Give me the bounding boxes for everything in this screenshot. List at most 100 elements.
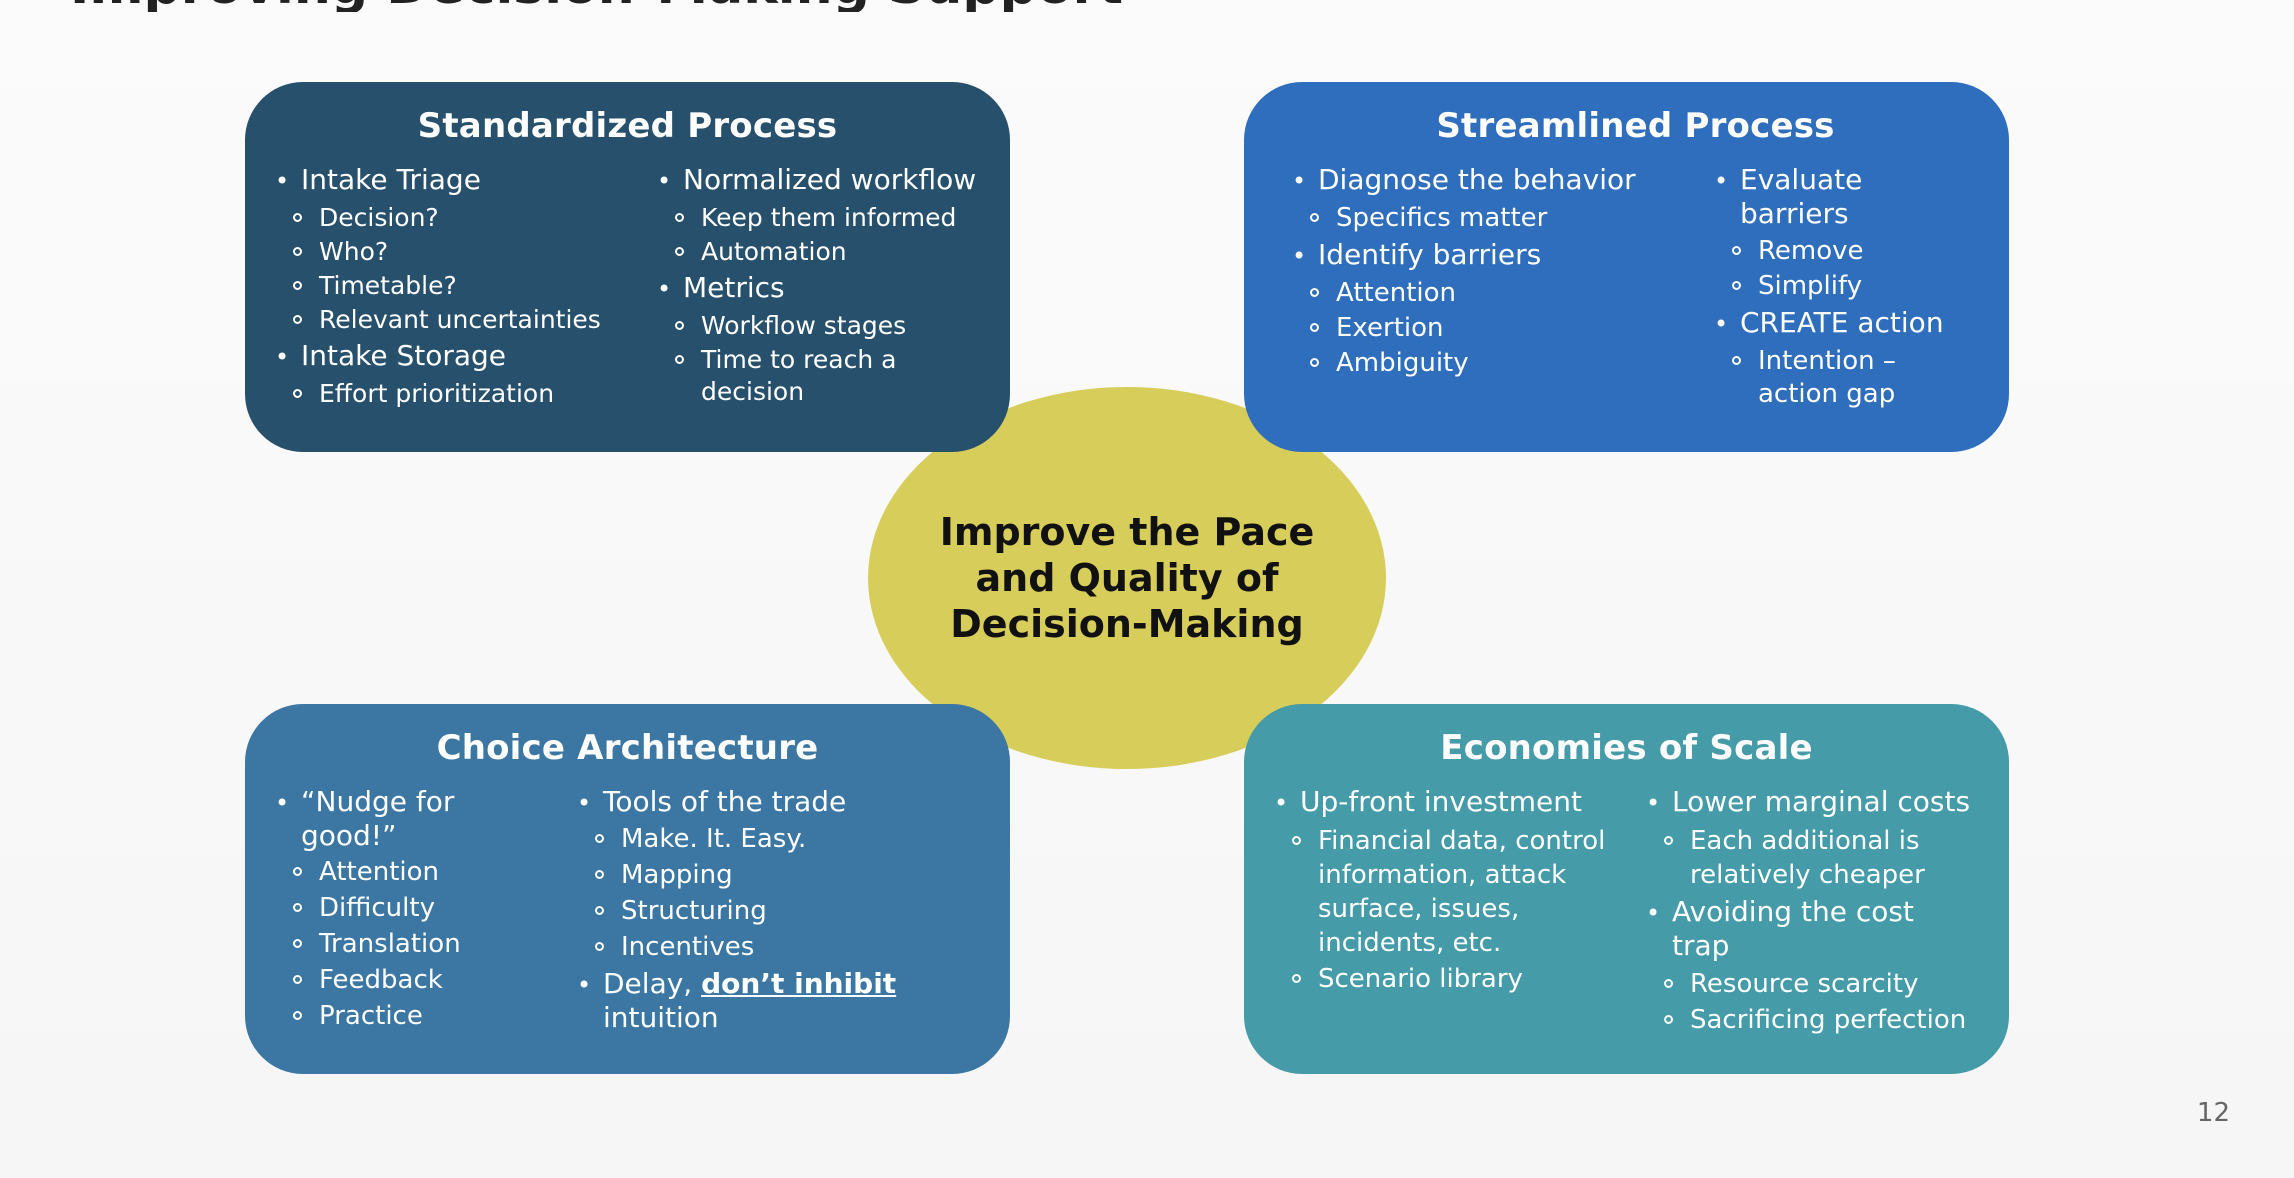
list-item: Up-front investment xyxy=(1274,785,1624,820)
card-column-right: Tools of the trade Make. It. Easy. Mappi… xyxy=(577,782,980,1038)
list-subitem: Feedback xyxy=(275,964,555,997)
card-column-right: Normalized workflow Keep them informed A… xyxy=(657,160,980,412)
bullet-icon xyxy=(577,785,603,820)
list-subitem: Financial data, control information, att… xyxy=(1274,824,1624,960)
list-item: Lower marginal costs xyxy=(1646,785,1979,820)
list-item: Metrics xyxy=(657,271,980,306)
circle-bullet-icon xyxy=(293,928,319,961)
card-standardized-process: Standardized Process Intake Triage Decis… xyxy=(245,82,1010,452)
list-item: Diagnose the behavior xyxy=(1292,163,1692,198)
bullet-icon xyxy=(1274,785,1300,820)
bullet-icon xyxy=(657,271,683,306)
circle-bullet-icon xyxy=(675,236,701,268)
circle-bullet-icon xyxy=(595,931,621,964)
circle-bullet-icon xyxy=(1310,277,1336,310)
list-item: Normalized workflow xyxy=(657,163,980,198)
list-item: Delay, don’t inhibit intuition xyxy=(577,967,980,1035)
circle-bullet-icon xyxy=(1310,312,1336,345)
circle-bullet-icon xyxy=(293,964,319,997)
card-streamlined-process: Streamlined Process Diagnose the behavio… xyxy=(1244,82,2009,452)
circle-bullet-icon xyxy=(1732,235,1758,268)
circle-bullet-icon xyxy=(675,202,701,234)
circle-bullet-icon xyxy=(1292,824,1318,858)
list-subitem: Attention xyxy=(275,856,555,889)
card-columns: “Nudge for good!” Attention Difficulty T… xyxy=(275,782,980,1038)
list-item: Intake Storage xyxy=(275,339,635,374)
card-column-left: Up-front investment Financial data, cont… xyxy=(1274,782,1624,1039)
card-title: Streamlined Process xyxy=(1436,106,1835,146)
bullet-icon xyxy=(275,163,301,198)
card-column-right: Lower marginal costs Each additional is … xyxy=(1646,782,1979,1039)
list-subitem: Time to reach a decision xyxy=(657,344,980,408)
list-subitem: Ambiguity xyxy=(1292,347,1692,380)
circle-bullet-icon xyxy=(595,895,621,928)
list-subitem: Make. It. Easy. xyxy=(577,823,980,856)
list-subitem: Keep them informed xyxy=(657,202,980,234)
card-title: Standardized Process xyxy=(417,106,838,146)
circle-bullet-icon xyxy=(1292,962,1318,996)
bullet-icon xyxy=(657,163,683,198)
list-subitem: Automation xyxy=(657,236,980,268)
list-item: “Nudge for good!” xyxy=(275,785,555,853)
list-subitem: Practice xyxy=(275,1000,555,1033)
bullet-icon xyxy=(1646,785,1672,820)
card-title: Choice Architecture xyxy=(436,728,819,768)
circle-bullet-icon xyxy=(293,202,319,234)
list-subitem: Scenario library xyxy=(1274,962,1624,996)
list-item: Avoiding the cost trap xyxy=(1646,895,1979,963)
list-subitem: Mapping xyxy=(577,859,980,892)
bullet-icon xyxy=(1292,238,1318,273)
circle-bullet-icon xyxy=(293,270,319,302)
circle-bullet-icon xyxy=(1732,345,1758,378)
bullet-icon xyxy=(275,785,301,820)
circle-bullet-icon xyxy=(1664,967,1690,1001)
bullet-icon xyxy=(1646,895,1672,930)
bullet-icon xyxy=(1714,306,1740,341)
circle-bullet-icon xyxy=(293,1000,319,1033)
circle-bullet-icon xyxy=(1310,347,1336,380)
card-column-left: Intake Triage Decision? Who? Timetable? … xyxy=(275,160,635,412)
card-columns: Intake Triage Decision? Who? Timetable? … xyxy=(275,160,980,412)
center-label: Improve the Pace and Quality of Decision… xyxy=(939,510,1315,646)
circle-bullet-icon xyxy=(293,378,319,410)
list-item: Intake Triage xyxy=(275,163,635,198)
card-columns: Up-front investment Financial data, cont… xyxy=(1274,782,1979,1039)
list-subitem: Exertion xyxy=(1292,312,1692,345)
list-subitem: Decision? xyxy=(275,202,635,234)
slide-title: Improving Decision-Making Support xyxy=(0,0,2294,12)
list-subitem: Who? xyxy=(275,236,635,268)
list-item: Evaluate barriers xyxy=(1714,163,1979,231)
page-number: 12 xyxy=(2196,1098,2230,1128)
circle-bullet-icon xyxy=(595,859,621,892)
circle-bullet-icon xyxy=(1310,202,1336,235)
circle-bullet-icon xyxy=(1664,824,1690,858)
card-title: Economies of Scale xyxy=(1440,728,1813,768)
list-item: CREATE action xyxy=(1714,306,1979,341)
card-columns: Diagnose the behavior Specifics matter I… xyxy=(1292,160,1979,413)
list-subitem: Timetable? xyxy=(275,270,635,302)
circle-bullet-icon xyxy=(293,856,319,889)
list-subitem: Each additional is relatively cheaper xyxy=(1646,824,1979,892)
bullet-icon xyxy=(1292,163,1318,198)
list-subitem: Resource scarcity xyxy=(1646,967,1979,1001)
list-subitem: Intention – action gap xyxy=(1714,345,1979,411)
circle-bullet-icon xyxy=(293,892,319,925)
circle-bullet-icon xyxy=(293,236,319,268)
card-column-left: “Nudge for good!” Attention Difficulty T… xyxy=(275,782,555,1038)
card-column-left: Diagnose the behavior Specifics matter I… xyxy=(1292,160,1692,413)
list-item: Identify barriers xyxy=(1292,238,1692,273)
card-column-right: Evaluate barriers Remove Simplify CREATE… xyxy=(1714,160,1979,413)
circle-bullet-icon xyxy=(675,344,701,376)
delay-intuition-text: Delay, don’t inhibit intuition xyxy=(603,967,897,1034)
card-economies-of-scale: Economies of Scale Up-front investment F… xyxy=(1244,704,2009,1074)
circle-bullet-icon xyxy=(1664,1003,1690,1037)
list-subitem: Simplify xyxy=(1714,270,1979,303)
bullet-icon xyxy=(577,967,603,1002)
list-subitem: Relevant uncertainties xyxy=(275,304,635,336)
circle-bullet-icon xyxy=(675,310,701,342)
list-subitem: Incentives xyxy=(577,931,980,964)
list-subitem: Difficulty xyxy=(275,892,555,925)
list-subitem: Effort prioritization xyxy=(275,378,635,410)
circle-bullet-icon xyxy=(1732,270,1758,303)
card-choice-architecture: Choice Architecture “Nudge for good!” At… xyxy=(245,704,1010,1074)
